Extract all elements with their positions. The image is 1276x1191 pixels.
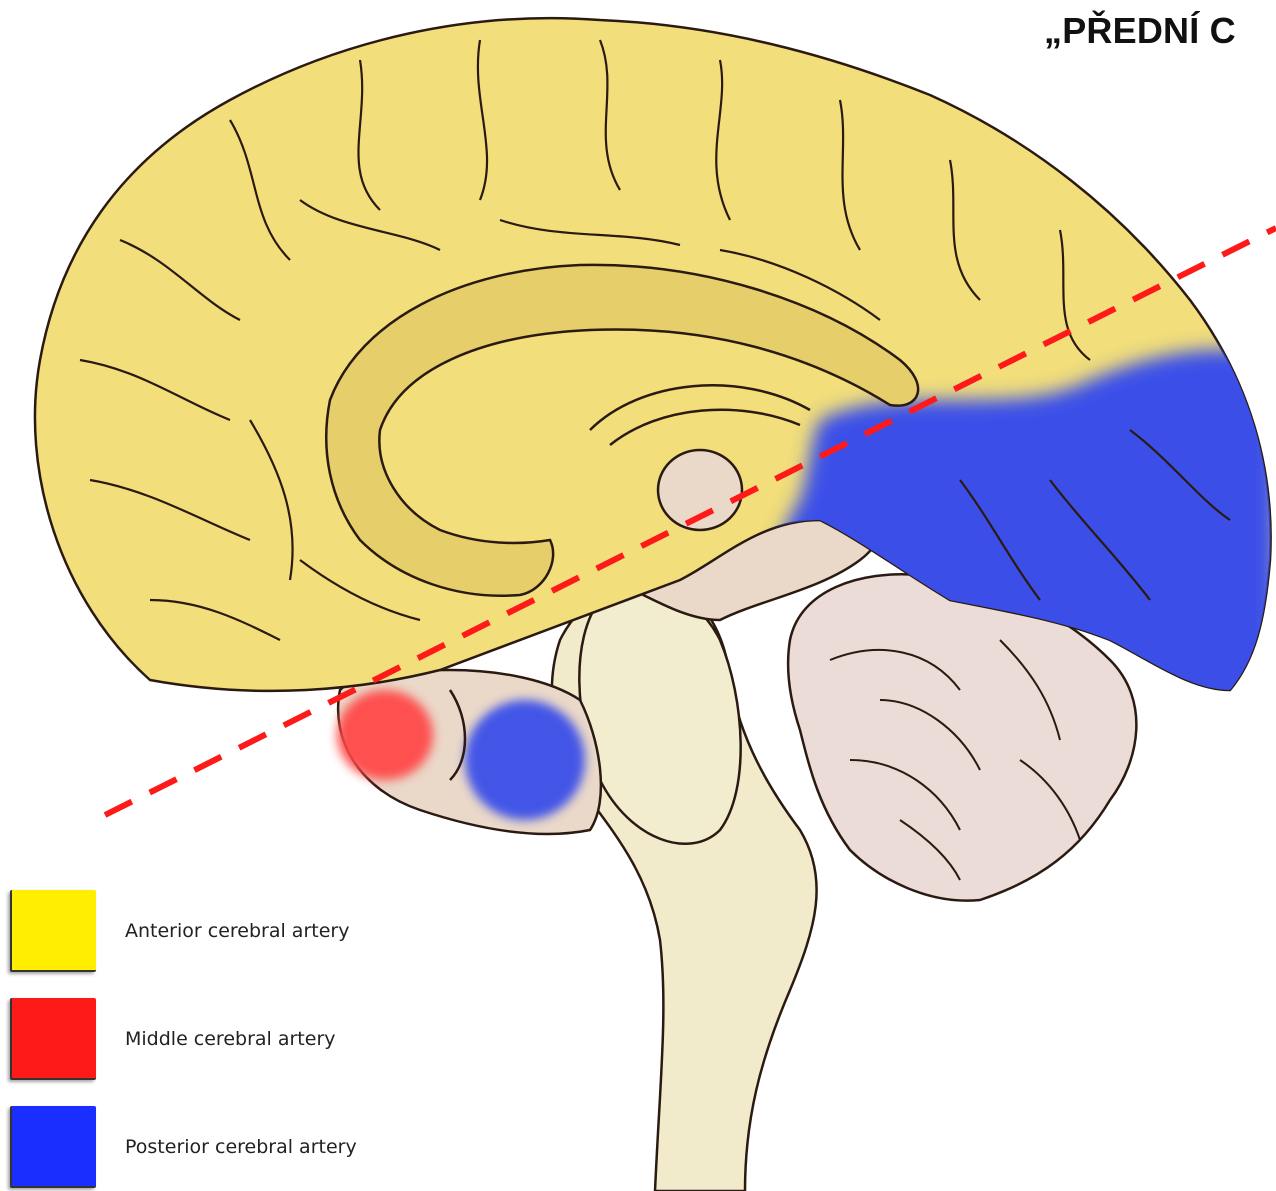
legend-item-anterior: Anterior cerebral artery [10, 890, 470, 974]
legend-swatch-anterior [10, 890, 96, 972]
legend-item-middle: Middle cerebral artery [10, 998, 470, 1082]
legend-swatch-posterior [10, 1106, 96, 1188]
page-title: „PŘEDNÍ C [1044, 10, 1236, 52]
legend-label-middle: Middle cerebral artery [125, 1028, 336, 1050]
legend-swatch-middle [10, 998, 96, 1080]
legend-item-posterior: Posterior cerebral artery [10, 1106, 470, 1190]
legend-label-anterior: Anterior cerebral artery [125, 920, 349, 942]
legend-label-posterior: Posterior cerebral artery [125, 1136, 357, 1158]
